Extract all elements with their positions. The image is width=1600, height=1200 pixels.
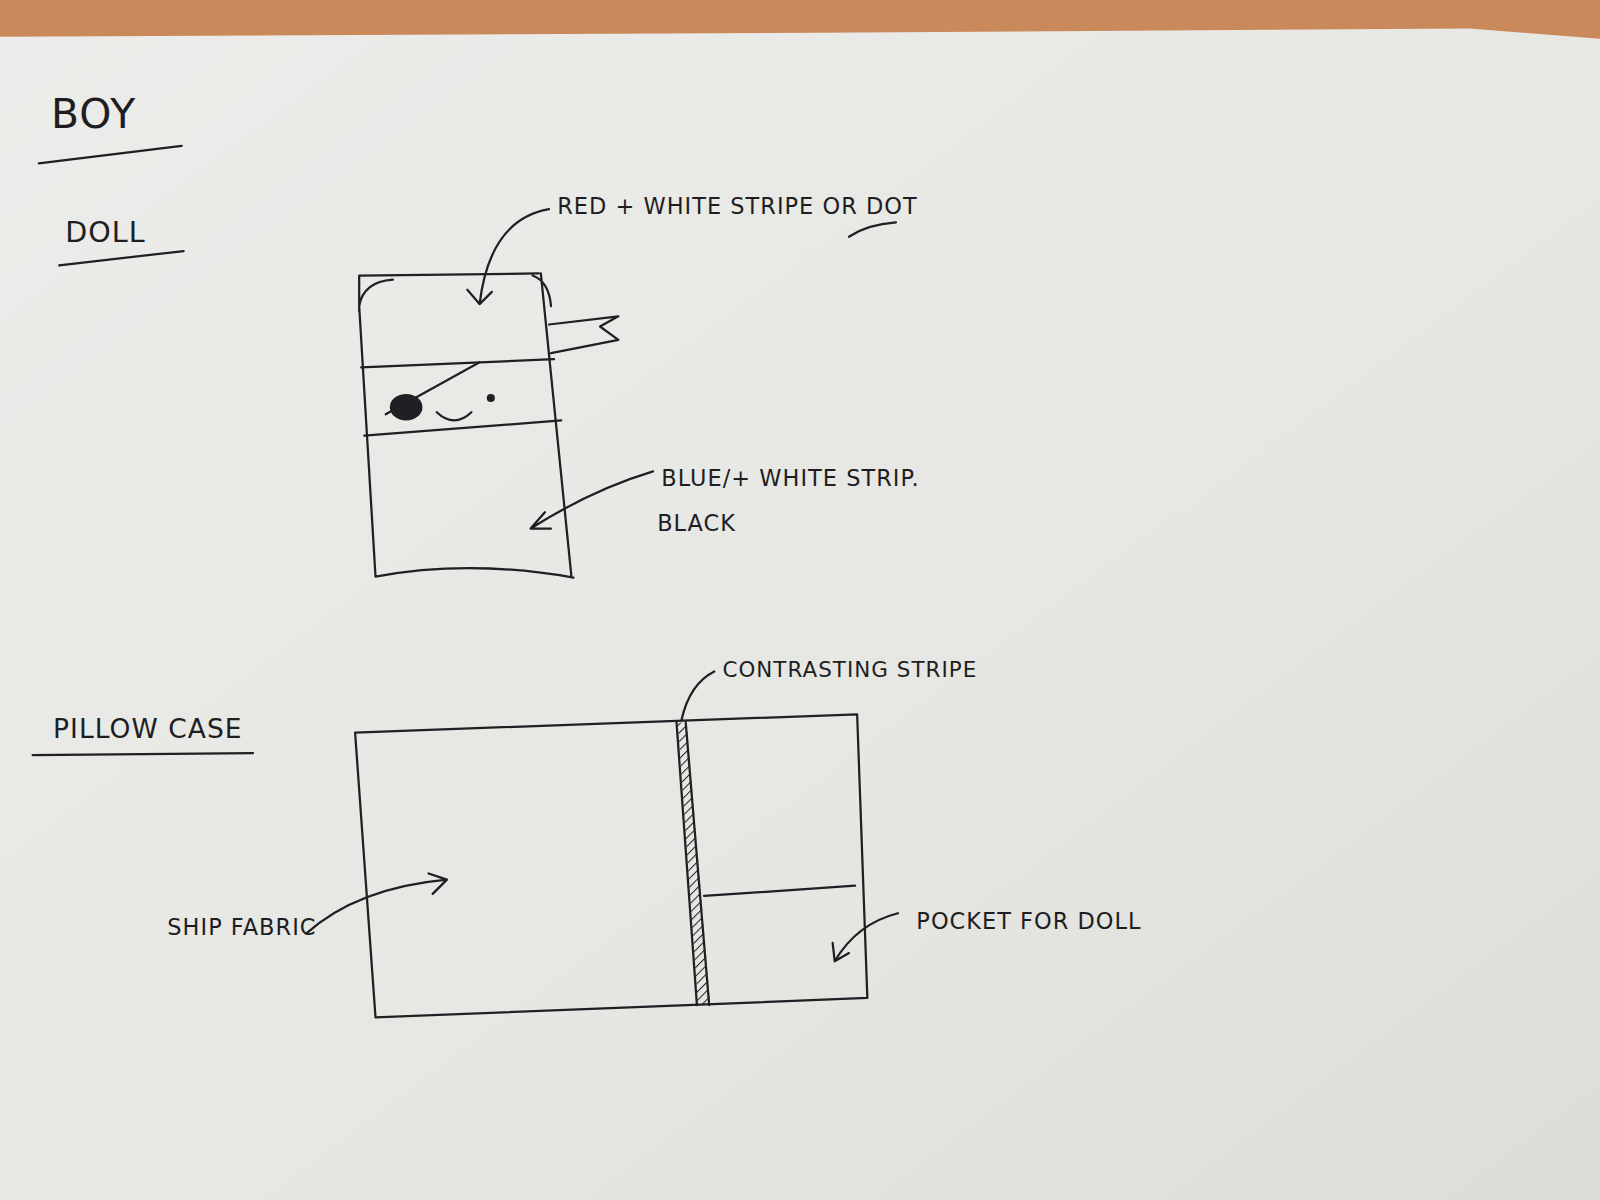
note: BLACK [657, 510, 736, 536]
leader-arrow [531, 471, 653, 528]
underline [33, 753, 253, 755]
page-heading: BOY [51, 90, 136, 137]
leader-arrow [833, 913, 898, 961]
eye-patch [390, 394, 423, 421]
pillow-outline [355, 714, 867, 1017]
leader-arrow [682, 671, 715, 719]
table-edge [0, 0, 1600, 39]
leader-arrow [306, 873, 447, 933]
note: POCKET FOR DOLL [916, 908, 1141, 934]
smile [437, 412, 472, 420]
eye [487, 394, 495, 402]
note: CONTRASTING STRIPE [722, 657, 977, 682]
section-heading: PILLOW CASE [53, 714, 242, 745]
underline [849, 222, 896, 236]
doll-bands [361, 359, 561, 436]
doll-outline [359, 273, 573, 577]
pocket-line [704, 886, 855, 896]
stripe-hatch [678, 722, 711, 1005]
leader-arrow [467, 209, 549, 304]
note: RED + WHITE STRIPE OR DOT [557, 194, 918, 220]
underline [59, 251, 183, 265]
note: BLUE/+ WHITE STRIP. [661, 465, 919, 491]
section-heading: DOLL [65, 216, 145, 249]
underline [39, 146, 182, 163]
bandana-tail [549, 316, 618, 353]
note: SHIP FABRIC [167, 914, 316, 940]
